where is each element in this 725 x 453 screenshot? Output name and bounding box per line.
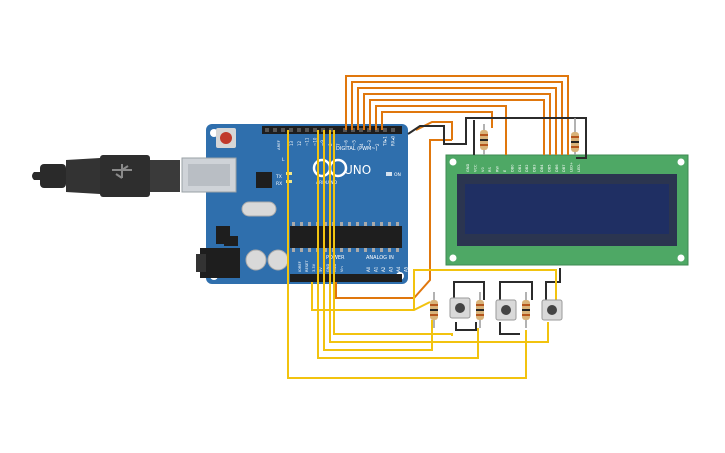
- rx-label: RX: [276, 181, 282, 187]
- lcd-pin-label-0: GND: [466, 164, 470, 172]
- lcd-pin-label-4: RW: [496, 166, 500, 172]
- analog-pin-label-4: A4: [396, 266, 401, 272]
- board-name: UNO: [344, 163, 371, 177]
- lcd-pin-label-3: RS: [488, 167, 492, 172]
- digital-pin-label-8: ~5: [351, 140, 356, 146]
- power-analog-header: [290, 274, 402, 282]
- digital-pin-label-3: ~10: [312, 137, 317, 146]
- power-pin-label-2: 3.3V: [312, 263, 316, 272]
- power-pin-label-3: 5V: [319, 267, 323, 272]
- digital-pin-label-11: 2: [375, 143, 380, 146]
- digital-label: DIGITAL (PWM~): [336, 146, 378, 152]
- digital-pin-label-9: 4: [359, 143, 364, 146]
- digital-pin-label-6: 7: [336, 143, 341, 146]
- digital-pin-label-7: ~6: [344, 140, 349, 146]
- lcd-pin-label-14: LED+: [570, 162, 574, 172]
- lcd-pin-label-8: DB2: [525, 164, 529, 172]
- l-label: L: [282, 157, 285, 163]
- lcd-pin-label-12: DB6: [555, 164, 559, 172]
- resistor-btn-2: [476, 292, 484, 328]
- yellow-wires: [287, 130, 557, 379]
- analog-pin-label-1: A1: [374, 266, 379, 272]
- lcd-pin-label-7: DB1: [518, 164, 522, 172]
- lcd-pin-label-13: DB7: [562, 164, 566, 172]
- analog-pin-label-3: A3: [389, 266, 394, 272]
- digital-pin-label-4: ~9: [320, 140, 325, 146]
- aref-label: AREF: [276, 140, 281, 150]
- digital-pin-label-13: RX◂0: [390, 135, 395, 146]
- usb-symbol-icon: [112, 164, 132, 179]
- power-jack: [200, 248, 240, 278]
- resistor-lcd-1: [480, 124, 488, 155]
- lcd-pin-label-5: E: [503, 169, 507, 172]
- power-pin-label-0: IOREF: [298, 261, 302, 272]
- lcd-pin-label-15: LED-: [577, 163, 581, 172]
- power-pin-label-4: GND: [326, 264, 330, 272]
- tx-label: TX: [275, 174, 282, 180]
- resistor-btn-3: [522, 292, 530, 328]
- digital-pin-label-1: 12: [297, 140, 302, 146]
- analog-pin-label-0: A0: [366, 266, 371, 272]
- capacitor-2: [267, 249, 289, 271]
- resistor-btn-1: [430, 292, 438, 328]
- digital-pin-label-2: ~11: [305, 137, 310, 146]
- lcd-pin-label-6: DB0: [510, 164, 514, 172]
- on-led-label: ON: [394, 172, 401, 178]
- digital-pin-label-0: 13: [289, 140, 294, 146]
- usb-cable: [32, 155, 180, 197]
- board-brand: ARDUINO: [316, 180, 338, 186]
- digital-pin-label-10: ~3: [367, 140, 372, 146]
- arduino-board: UNO ARDUINO DIGITAL (PWM~) POWER ANALOG …: [181, 124, 409, 284]
- lcd-pin-label-1: VCC: [473, 164, 477, 172]
- power-pin-label-1: RESET: [305, 260, 309, 272]
- power-label: POWER: [326, 255, 345, 261]
- lcd-pin-label-2: V0: [481, 167, 485, 172]
- push-button-2[interactable]: [495, 299, 517, 321]
- crystal: [241, 201, 277, 217]
- analog-pin-label-2: A2: [381, 266, 386, 272]
- digital-pin-label-12: TX▸1: [383, 136, 388, 147]
- lcd-pin-label-10: DB4: [540, 164, 544, 172]
- push-button-3[interactable]: [541, 299, 563, 321]
- power-pin-label-6: Vin: [340, 266, 344, 272]
- push-button-1[interactable]: [449, 297, 471, 319]
- lcd-pin-label-9: DB3: [533, 164, 537, 172]
- analog-pin-label-5: A5: [404, 266, 409, 272]
- capacitor-1: [245, 249, 267, 271]
- lcd-pin-label-11: DB5: [547, 164, 551, 172]
- resistor-lcd-2: [571, 118, 579, 155]
- lcd-screen: [465, 184, 669, 234]
- analog-label: ANALOG IN: [366, 255, 394, 261]
- atmega-chip: [290, 226, 402, 248]
- black-wires: [407, 117, 587, 335]
